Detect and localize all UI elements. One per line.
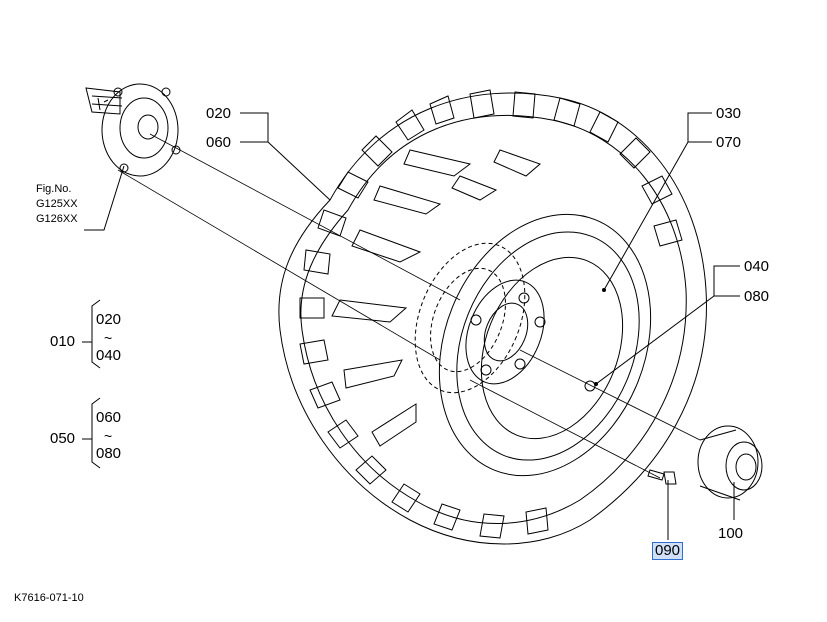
axis-line-hub [149,133,461,301]
fig-ref-g125[interactable]: G125XX [36,198,78,210]
tire-drawing [278,89,707,545]
callout-080[interactable]: 080 [744,288,770,305]
group-010-from[interactable]: 020 [96,311,122,328]
callout-100[interactable]: 100 [718,525,744,542]
wheel-rim-drawing [414,213,652,477]
bracket-050 [91,397,101,469]
callout-060[interactable]: 060 [206,134,232,151]
drawing-number: K7616-071-10 [14,592,84,604]
fig-ref-g126[interactable]: G126XX [36,213,78,225]
bracket-010 [91,299,101,369]
group-050-id[interactable]: 050 [50,430,76,447]
leader-fig [84,165,125,231]
axis-line-cap [519,349,701,441]
axis-line-bolt [469,379,661,479]
group-010-id[interactable]: 010 [50,333,76,350]
callout-090[interactable]: 090 [652,542,684,560]
group-050-sep: ~ [104,428,113,444]
wheel-bolt-drawing [647,469,677,485]
group-010-sep: ~ [104,330,113,346]
axis-line-hub-2 [117,169,441,361]
group-050-from[interactable]: 060 [96,409,122,426]
leader-020-060 [240,112,331,201]
leader-040-080 [595,265,740,385]
hub-flange-drawing [85,83,181,177]
fig-ref-label: Fig.No. [36,183,72,195]
group-010-to[interactable]: 040 [96,347,122,364]
group-050-to[interactable]: 080 [96,445,122,462]
callout-040[interactable]: 040 [744,258,770,275]
callout-020[interactable]: 020 [206,105,232,122]
callout-030[interactable]: 030 [716,105,742,122]
callout-070[interactable]: 070 [716,134,742,151]
leader-030-070 [603,112,712,291]
center-cap-drawing [697,425,763,501]
